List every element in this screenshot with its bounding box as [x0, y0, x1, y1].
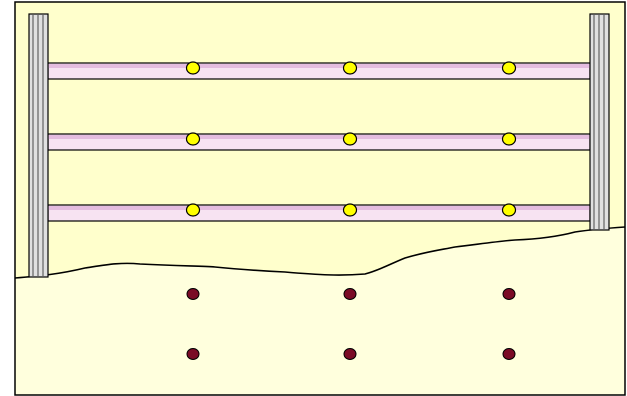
upper-dot-2-2	[501, 203, 517, 217]
upper-dot-1-1	[342, 132, 358, 146]
upper-dot-2-0	[185, 203, 201, 217]
upper-dot-0-0	[185, 61, 201, 75]
ground-surface-line	[14, 226, 626, 279]
lower-dot-0-0	[186, 288, 200, 300]
lower-dot-1-1	[343, 348, 357, 360]
lower-dot-1-0	[186, 348, 200, 360]
lower-dot-0-2	[502, 288, 516, 300]
upper-dot-1-0	[185, 132, 201, 146]
ground-area	[15, 227, 625, 395]
lower-dot-1-2	[502, 348, 516, 360]
rail-top-stripe	[48, 64, 590, 68]
right-post	[589, 13, 610, 231]
rail-middle-stripe	[48, 135, 590, 139]
rail-bottom-stripe	[48, 206, 590, 210]
upper-dot-2-1	[342, 203, 358, 217]
posts-group	[28, 13, 610, 278]
upper-dot-0-2	[501, 61, 517, 75]
upper-dot-1-2	[501, 132, 517, 146]
upper-dot-0-1	[342, 61, 358, 75]
frame-border	[14, 1, 626, 396]
upper-dots-group	[185, 61, 517, 217]
lower-dots-group	[186, 288, 516, 360]
lower-dot-0-1	[343, 288, 357, 300]
left-post	[28, 13, 49, 278]
